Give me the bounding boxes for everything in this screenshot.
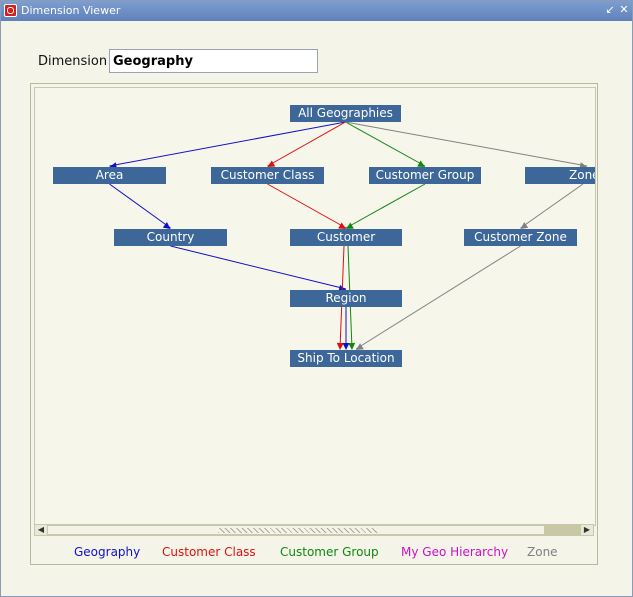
node-customer-class[interactable]: Customer Class	[211, 167, 324, 184]
arrowhead-icon	[520, 222, 529, 229]
node-all-geographies[interactable]: All Geographies	[290, 105, 401, 122]
horizontal-scrollbar[interactable]: ◀ ▶	[34, 524, 594, 536]
scroll-left-icon[interactable]: ◀	[37, 525, 45, 534]
hierarchy-diagram[interactable]: All Geographies Area Customer Class Cust…	[34, 87, 596, 526]
legend-item-customer-class: Customer Class	[162, 545, 256, 559]
arrowhead-icon	[162, 222, 171, 229]
legend-item-geography: Geography	[74, 545, 141, 559]
node-region[interactable]: Region	[290, 290, 402, 307]
arrowhead-icon	[356, 343, 364, 350]
legend-item-zone: Zone	[527, 545, 558, 559]
dimension-label: Dimension	[38, 54, 108, 69]
legend-item-customer-group: Customer Group	[280, 545, 379, 559]
edge-all_geographies-to-zone	[345, 121, 588, 167]
arrowhead-icon	[342, 343, 350, 350]
close-icon[interactable]: ✕	[619, 3, 629, 16]
edge-all_geographies-to-customer_class	[267, 121, 346, 167]
edge-customer_group-to-customer	[345, 183, 426, 229]
dimension-input[interactable]	[109, 49, 318, 73]
edge-zone-to-customer_zone	[520, 183, 584, 229]
node-customer-group[interactable]: Customer Group	[369, 167, 481, 184]
hierarchy-panel: All Geographies Area Customer Class Cust…	[30, 83, 598, 565]
node-customer[interactable]: Customer	[290, 229, 402, 246]
legend-item-my-geo-hierarchy: My Geo Hierarchy	[401, 545, 509, 559]
window-title: Dimension Viewer	[21, 4, 121, 17]
node-zone[interactable]: Zone	[525, 167, 595, 184]
arrowhead-icon	[336, 342, 344, 350]
edge-all_geographies-to-customer_group	[345, 121, 426, 167]
edge-country-to-region	[170, 245, 347, 290]
minimize-icon[interactable]: ↙	[605, 3, 615, 16]
oracle-app-icon	[4, 4, 17, 17]
edge-area-to-country	[109, 183, 171, 229]
node-customer-zone[interactable]: Customer Zone	[464, 229, 577, 246]
arrowhead-icon	[267, 160, 276, 167]
node-area[interactable]: Area	[53, 167, 166, 184]
edge-customer_zone-to-ship_to_location	[355, 245, 521, 350]
arrowhead-icon	[348, 342, 356, 350]
node-country[interactable]: Country	[114, 229, 227, 246]
arrowhead-icon	[338, 222, 346, 229]
hierarchy-legend: Geography Customer Class Customer Group …	[31, 543, 597, 563]
scrollbar-thumb[interactable]	[47, 525, 545, 535]
scrollbar-track[interactable]	[545, 525, 581, 535]
arrowhead-icon	[346, 222, 354, 229]
arrowhead-icon	[417, 160, 425, 167]
node-ship-to-location[interactable]: Ship To Location	[290, 350, 402, 367]
hierarchy-edges	[109, 121, 588, 350]
edge-customer_class-to-customer	[267, 183, 347, 229]
scroll-right-icon[interactable]: ▶	[583, 525, 591, 534]
scrollbar-grip	[218, 528, 378, 533]
title-bar[interactable]: Dimension Viewer ↙ ✕	[1, 1, 632, 21]
edge-all_geographies-to-area	[109, 121, 346, 167]
